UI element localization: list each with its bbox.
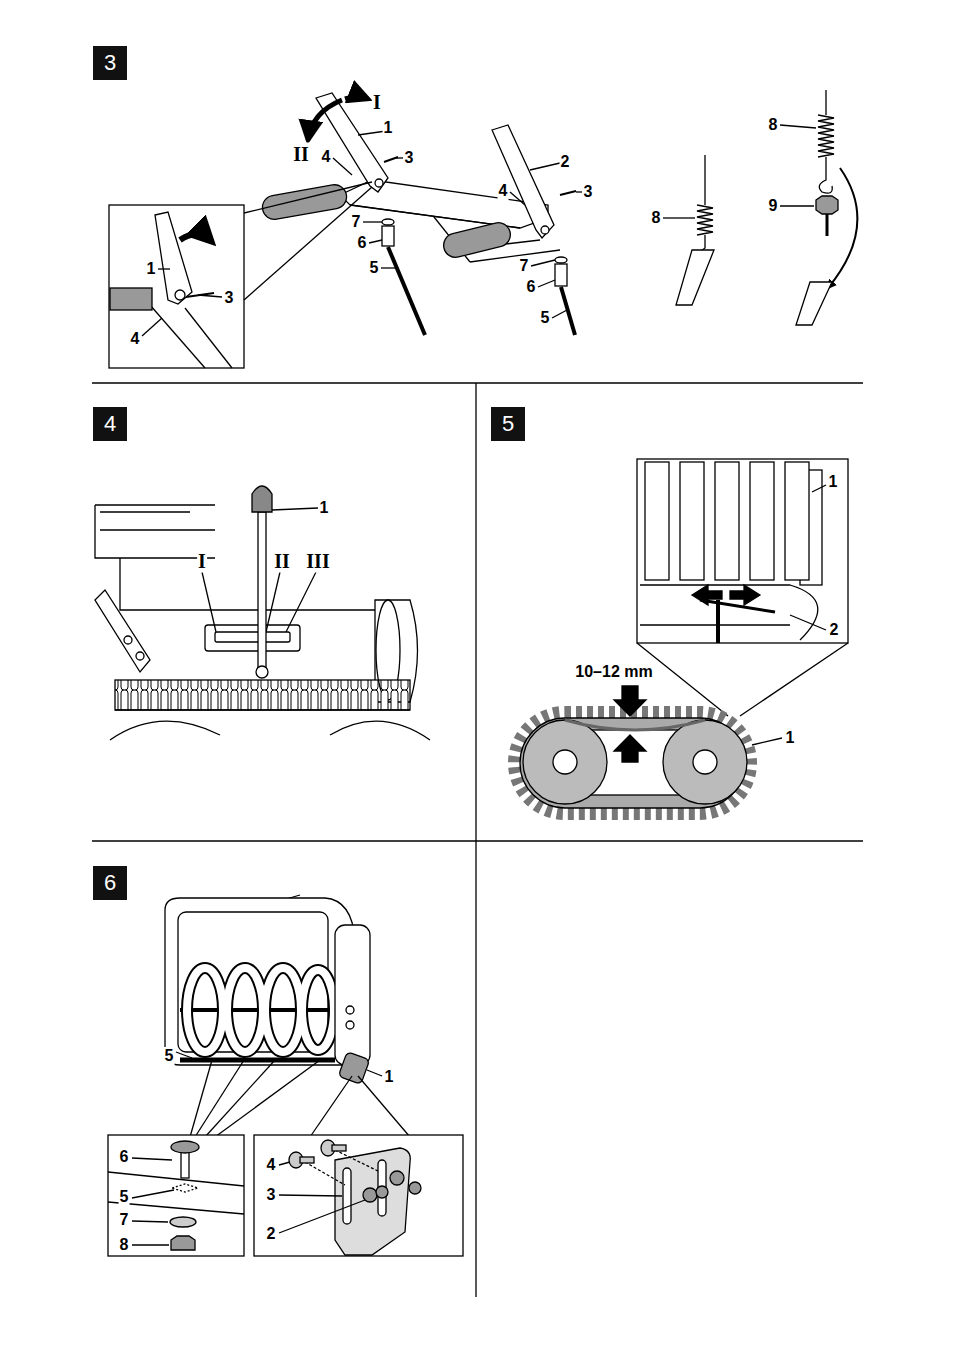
position-marker: III [305,550,330,573]
callout-number: 1 [785,729,796,747]
callout-number: 6 [119,1148,130,1166]
callout-number: 2 [266,1225,277,1243]
callout-number: 5 [164,1047,175,1065]
panel-number: 3 [104,50,116,76]
callout-number: 7 [119,1211,130,1229]
callout-number: 9 [768,197,779,215]
callout-number: 1 [383,119,394,137]
panel-number-badge: 5 [491,407,525,441]
callout-number: 6 [526,278,537,296]
position-marker: II [292,143,310,166]
panel-number: 5 [502,411,514,437]
callout-number: 3 [583,183,594,201]
dimension-label: 10–12 mm [574,663,653,681]
panel-number-badge: 3 [93,46,127,80]
callout-number: 7 [351,213,362,231]
callout-number: 8 [651,209,662,227]
callout-number: 1 [828,473,839,491]
callout-number: 8 [768,116,779,134]
callout-number: 3 [224,289,235,307]
position-marker: I [372,91,382,114]
callout-number: 3 [266,1186,277,1204]
panel-number: 6 [104,870,116,896]
callout-number: 1 [146,260,157,278]
callout-number: 4 [321,148,332,166]
panel-number-badge: 6 [93,866,127,900]
callout-number: 5 [369,259,380,277]
callout-number: 5 [540,309,551,327]
callout-number: 4 [498,182,509,200]
position-marker: I [197,550,207,573]
callout-number: 1 [384,1068,395,1086]
callout-number: 4 [130,330,141,348]
callout-number: 2 [829,621,840,639]
panel-number-badge: 4 [93,407,127,441]
callout-number: 1 [319,499,330,517]
callout-number: 6 [357,234,368,252]
panel-number: 4 [104,411,116,437]
callout-number: 7 [519,257,530,275]
callout-number: 5 [119,1188,130,1206]
callout-number: 2 [560,153,571,171]
callout-number: 4 [266,1156,277,1174]
position-marker: II [273,550,291,573]
callout-number: 3 [404,149,415,167]
callout-number: 8 [119,1236,130,1254]
